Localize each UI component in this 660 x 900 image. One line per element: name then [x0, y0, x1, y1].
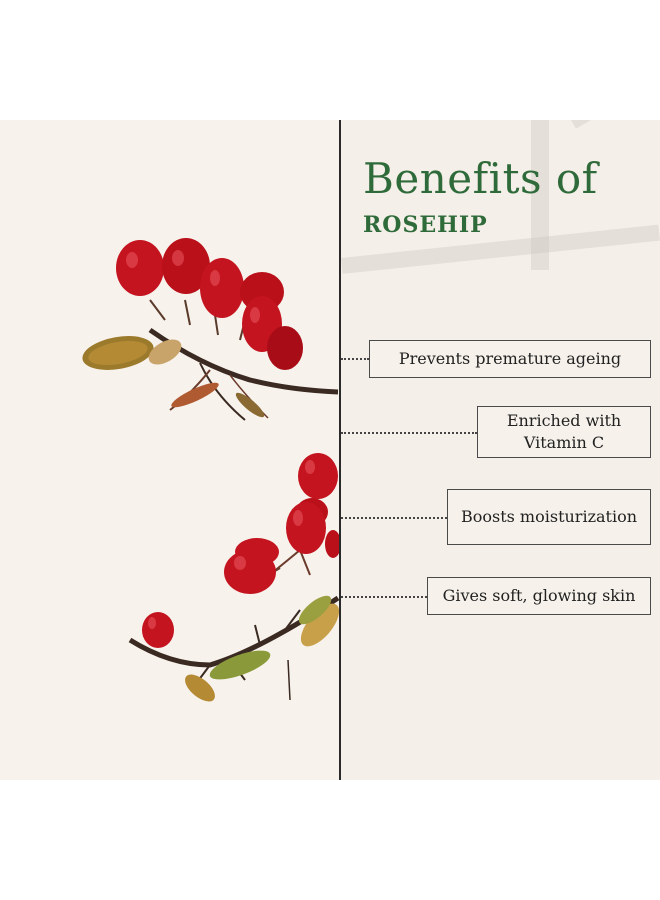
benefits-area: Benefits of ROSEHIP Prevents premature a…: [341, 120, 660, 780]
heading-subtitle: ROSEHIP: [363, 212, 488, 238]
center-divider-line: [339, 120, 341, 780]
berry-illustration-area: [0, 120, 339, 780]
connector-dots: [341, 358, 369, 360]
benefit-box: Boosts moisturization: [447, 489, 651, 545]
window-shadow: [571, 120, 654, 129]
rosehip-branch-illustration: [82, 238, 339, 702]
connector-dots: [341, 517, 447, 519]
infographic-panel: Benefits of ROSEHIP Prevents premature a…: [0, 120, 660, 780]
heading-title: Benefits of: [363, 154, 598, 203]
benefit-box: Enriched with Vitamin C: [477, 406, 651, 458]
benefit-box: Prevents premature ageing: [369, 340, 651, 378]
benefit-box: Gives soft, glowing skin: [427, 577, 651, 615]
connector-dots: [341, 596, 427, 598]
window-shadow: [531, 120, 549, 270]
connector-dots: [341, 432, 477, 434]
